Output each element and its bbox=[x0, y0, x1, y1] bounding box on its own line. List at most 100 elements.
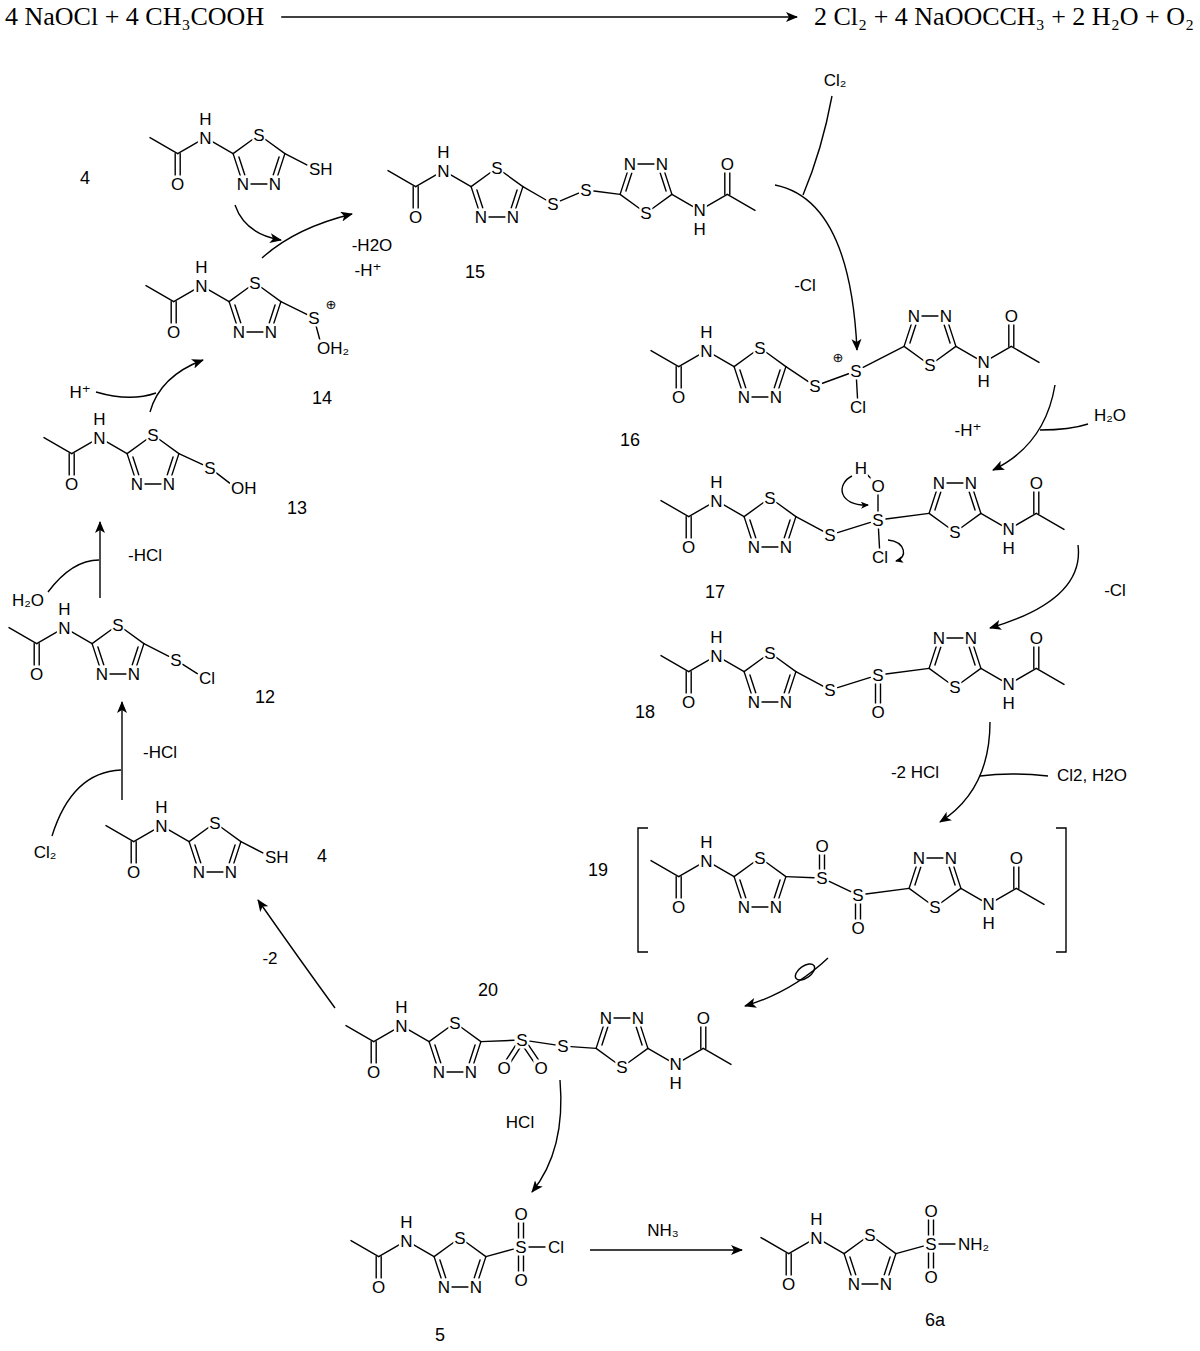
reagent-label: -HCl bbox=[127, 547, 163, 564]
bond-line bbox=[316, 326, 320, 341]
reagent-label: NH₃ bbox=[646, 1222, 679, 1239]
atom-label: N bbox=[1001, 521, 1015, 538]
atom-label: O bbox=[1009, 850, 1024, 867]
bond-line bbox=[68, 454, 69, 476]
atom-label: O bbox=[781, 1275, 796, 1292]
bond-line bbox=[106, 826, 134, 842]
atom-label: H bbox=[709, 628, 723, 645]
atom-label: N bbox=[944, 850, 958, 867]
atom-label: S bbox=[871, 667, 884, 684]
atom-label: N bbox=[737, 899, 751, 916]
bond-line bbox=[461, 1027, 480, 1041]
bond-line bbox=[450, 175, 471, 187]
bond-line bbox=[740, 880, 746, 898]
atom-label: N bbox=[399, 1232, 413, 1249]
compound-number: 17 bbox=[704, 583, 726, 601]
atom-label: O bbox=[720, 156, 735, 173]
bond-line bbox=[844, 1239, 863, 1253]
compound-number: 15 bbox=[464, 263, 486, 281]
atom-label: S bbox=[924, 1236, 937, 1253]
atom-label: S bbox=[763, 644, 776, 661]
atom-label: N bbox=[932, 475, 946, 492]
reagent-label: H₂O bbox=[1093, 407, 1127, 424]
bond-line bbox=[679, 355, 700, 367]
bond-line bbox=[477, 190, 483, 208]
atom-label: N bbox=[436, 162, 450, 179]
bond-line bbox=[1033, 646, 1034, 668]
bond-line bbox=[707, 194, 728, 206]
bond-line bbox=[281, 302, 307, 315]
atom-label: O bbox=[696, 1010, 711, 1027]
bond-line bbox=[159, 439, 178, 453]
bond-line bbox=[939, 1243, 955, 1244]
bond-line bbox=[784, 520, 790, 538]
atom-label: N bbox=[432, 1064, 446, 1081]
atom-label: N bbox=[932, 630, 946, 647]
bond-line bbox=[1016, 668, 1037, 680]
atom-label: NH₂ bbox=[957, 1236, 990, 1253]
bond-line bbox=[863, 346, 904, 367]
bond-line bbox=[1033, 491, 1034, 513]
bond-line bbox=[776, 657, 795, 671]
atom-label: S bbox=[923, 357, 936, 374]
bond-line bbox=[766, 352, 785, 366]
bond-line bbox=[1013, 324, 1014, 346]
bond-line bbox=[133, 457, 139, 475]
reagent-curve bbox=[96, 392, 156, 397]
bond-line bbox=[145, 483, 161, 484]
atom-label: N bbox=[964, 630, 978, 647]
bond-line bbox=[571, 1047, 596, 1049]
bond-line bbox=[560, 193, 578, 201]
bond-line bbox=[34, 644, 35, 666]
intermediate-bracket bbox=[1056, 828, 1066, 952]
bond-line bbox=[752, 906, 768, 907]
bond-line bbox=[703, 1048, 731, 1064]
bond-line bbox=[229, 287, 248, 301]
bond-line bbox=[855, 903, 856, 920]
bond-line bbox=[683, 1048, 704, 1060]
bond-line bbox=[418, 187, 419, 209]
atom-label: O bbox=[126, 863, 141, 880]
atom-label: H bbox=[399, 1213, 413, 1230]
atom-label: H bbox=[198, 110, 212, 127]
bond-line bbox=[876, 1239, 895, 1253]
atom-label: O bbox=[513, 1272, 528, 1289]
atom-label: S bbox=[203, 460, 216, 477]
atom-label: H bbox=[668, 1075, 682, 1092]
bond-line bbox=[1038, 491, 1039, 513]
bond-line bbox=[144, 644, 169, 657]
bond-line bbox=[265, 139, 284, 153]
bond-line bbox=[935, 492, 941, 510]
atom-label: O bbox=[923, 1203, 938, 1220]
reaction-arrow bbox=[281, 16, 797, 17]
bond-line bbox=[860, 903, 861, 920]
bond-line bbox=[838, 522, 871, 532]
bond-line bbox=[961, 888, 982, 900]
bond-line bbox=[791, 1254, 792, 1276]
bond-line bbox=[466, 1242, 485, 1256]
atom-label: H bbox=[92, 410, 106, 427]
atom-label: H bbox=[436, 143, 450, 160]
atom-label: N bbox=[964, 475, 978, 492]
bond-line bbox=[518, 1255, 519, 1272]
bond-line bbox=[273, 157, 279, 175]
bond-line bbox=[408, 1030, 429, 1042]
atom-label: N bbox=[599, 1010, 613, 1027]
electron-arrow bbox=[842, 476, 868, 505]
atom-label: N bbox=[264, 324, 278, 341]
atom-label: N bbox=[779, 694, 793, 711]
atom-label: S bbox=[823, 682, 836, 699]
bond-line bbox=[37, 632, 58, 644]
bond-line bbox=[886, 513, 929, 519]
bond-line bbox=[416, 175, 437, 187]
bond-line bbox=[620, 194, 639, 208]
bond-line bbox=[638, 163, 654, 164]
bond-line bbox=[933, 1252, 934, 1269]
atom-label: S bbox=[556, 1038, 569, 1055]
bond-line bbox=[413, 187, 414, 209]
bond-line bbox=[434, 1242, 453, 1256]
electron-arrow bbox=[888, 540, 904, 561]
bond-line bbox=[1036, 668, 1064, 684]
bond-line bbox=[823, 1242, 844, 1254]
atom-label: N bbox=[394, 1017, 408, 1034]
